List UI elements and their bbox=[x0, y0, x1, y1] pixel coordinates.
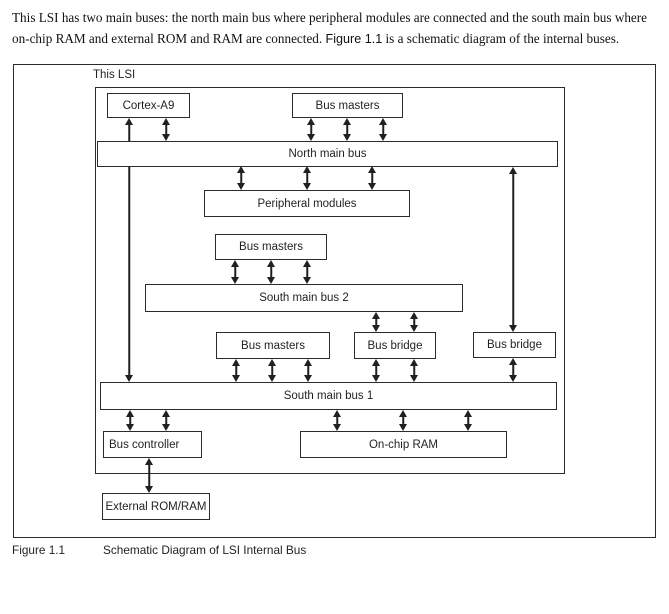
arrow-southbus1-buscontroller-1 bbox=[125, 410, 135, 431]
intro-paragraph: This LSI has two main buses: the north m… bbox=[12, 7, 647, 50]
arrow-northbus-to-cortex bbox=[124, 118, 134, 141]
intro-line2-pre: on-chip RAM and external ROM and RAM are… bbox=[12, 31, 326, 46]
box-south-main-bus-1: South main bus 1 bbox=[100, 382, 557, 410]
arrow-buscontroller-external bbox=[144, 458, 154, 493]
box-bus-masters-mid: Bus masters bbox=[215, 234, 327, 260]
arrow-busmasters-low-southbus1-3 bbox=[303, 359, 313, 382]
arrow-busmasters-low-southbus1-2 bbox=[267, 359, 277, 382]
figure-caption-label: Figure 1.1 bbox=[12, 543, 66, 557]
box-external-rom-ram: External ROM/RAM bbox=[102, 493, 210, 520]
figure-reference-link[interactable]: Figure 1.1 bbox=[325, 32, 383, 46]
arrow-busmasters-top-northbus-1 bbox=[306, 118, 316, 141]
figure-caption: Figure 1.1 Schematic Diagram of LSI Inte… bbox=[12, 543, 306, 557]
arrow-busmasters-mid-southbus2-3 bbox=[302, 260, 312, 284]
arrow-southbus2-busbridge-1 bbox=[371, 312, 381, 332]
intro-line-1: This LSI has two main buses: the north m… bbox=[12, 10, 648, 25]
arrow-busbridge-left-southbus1-2 bbox=[409, 359, 419, 382]
box-bus-bridge-left: Bus bridge bbox=[354, 332, 436, 359]
box-bus-masters-top: Bus masters bbox=[292, 93, 403, 118]
box-bus-controller: Bus controller bbox=[103, 431, 202, 458]
intro-line2-post: is a schematic diagram of the internal b… bbox=[382, 31, 620, 46]
box-north-main-bus: North main bus bbox=[97, 141, 558, 167]
lsi-boundary-label: This LSI bbox=[93, 69, 136, 81]
figure-caption-title: Schematic Diagram of LSI Internal Bus bbox=[103, 543, 307, 557]
arrow-busmasters-mid-southbus2-2 bbox=[266, 260, 276, 284]
box-south-main-bus-2: South main bus 2 bbox=[145, 284, 463, 312]
arrow-northbus-peripherals-3 bbox=[367, 166, 377, 190]
box-peripheral-modules: Peripheral modules bbox=[204, 190, 410, 217]
intro-line-2: on-chip RAM and external ROM and RAM are… bbox=[12, 28, 647, 50]
arrow-busmasters-mid-southbus2-1 bbox=[230, 260, 240, 284]
arrow-busmasters-low-southbus1-1 bbox=[231, 359, 241, 382]
arrow-northbus-busbridge-right bbox=[508, 167, 518, 332]
box-on-chip-ram: On-chip RAM bbox=[300, 431, 507, 458]
arrow-southbus1-onchipram-3 bbox=[463, 410, 473, 431]
arrow-busbridge-left-southbus1-1 bbox=[371, 359, 381, 382]
arrow-busmasters-top-northbus-3 bbox=[378, 118, 388, 141]
arrow-southbus1-buscontroller-2 bbox=[161, 410, 171, 431]
box-cortex-a9: Cortex-A9 bbox=[107, 93, 190, 118]
box-bus-masters-low: Bus masters bbox=[216, 332, 330, 359]
arrow-southbus1-onchipram-2 bbox=[398, 410, 408, 431]
arrow-northbus-to-southbus1 bbox=[124, 167, 134, 382]
arrow-southbus2-busbridge-2 bbox=[409, 312, 419, 332]
box-bus-bridge-right: Bus bridge bbox=[473, 332, 556, 358]
arrow-northbus-peripherals-1 bbox=[236, 166, 246, 190]
arrow-busbridge-right-southbus1 bbox=[508, 358, 518, 382]
arrow-northbus-peripherals-2 bbox=[302, 166, 312, 190]
arrow-cortex-northbus bbox=[161, 118, 171, 141]
arrow-busmasters-top-northbus-2 bbox=[342, 118, 352, 141]
arrow-southbus1-onchipram-1 bbox=[332, 410, 342, 431]
